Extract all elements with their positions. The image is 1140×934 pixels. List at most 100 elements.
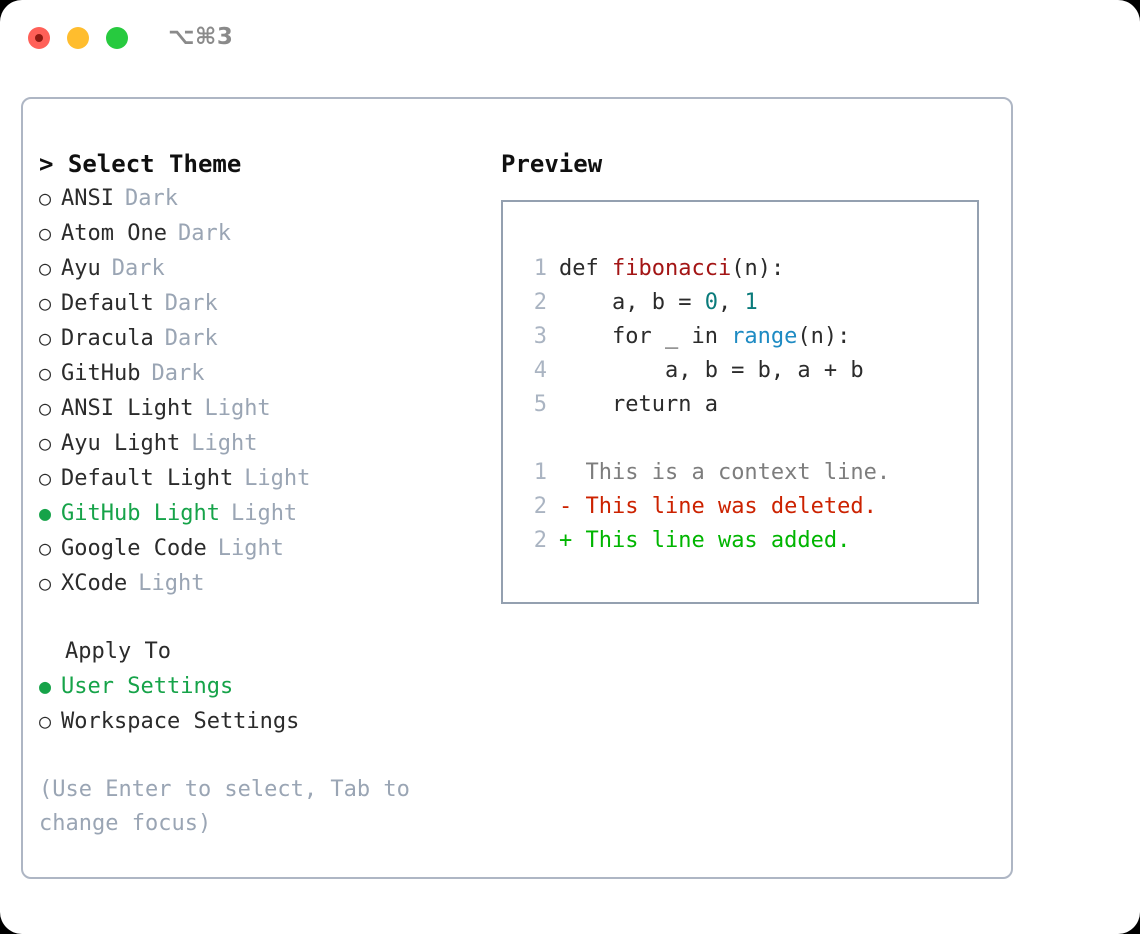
code-line: 2 a, b = 0, 1: [517, 286, 890, 320]
code-token-plain: return a: [559, 392, 718, 417]
keyboard-hint-text: (Use Enter to select, Tab to change focu…: [39, 777, 424, 836]
radio-unselected-icon: ○: [39, 221, 52, 245]
line-number: 1: [533, 256, 547, 281]
code-token-number: 0: [704, 290, 718, 315]
radio-selected-icon: ●: [39, 674, 52, 698]
code-token-plain: ,: [717, 290, 745, 315]
apply-to-option-label: Workspace Settings: [61, 709, 300, 734]
diff-text: This line was deleted.: [572, 494, 877, 519]
code-token-plain: a, b =: [559, 290, 705, 315]
title-bar: ⌥⌘3: [0, 0, 1140, 78]
radio-unselected-icon: ○: [39, 256, 52, 280]
theme-variant-tag: Light: [191, 431, 258, 456]
theme-option-github[interactable]: ○ GitHub Dark: [39, 356, 489, 391]
theme-option-google-code[interactable]: ○ Google Code Light: [39, 531, 489, 566]
code-token-number: 1: [744, 290, 758, 315]
theme-option-label: XCode: [61, 571, 128, 596]
radio-unselected-icon: ○: [39, 536, 52, 560]
caret-icon: >: [39, 150, 54, 178]
theme-option-label: Ayu Light: [61, 431, 181, 456]
page-title-text: Select Theme: [67, 150, 242, 178]
line-number: 1: [533, 460, 547, 485]
theme-option-label: Dracula: [61, 326, 154, 351]
theme-option-label: GitHub: [61, 361, 141, 386]
theme-variant-tag: Dark: [151, 361, 205, 386]
line-number: 2: [533, 290, 547, 315]
maximize-button-icon[interactable]: [106, 27, 128, 49]
code-token-plain: a, b = b, a + b: [559, 358, 864, 383]
apply-to-option-workspace-settings[interactable]: ○ Workspace Settings: [39, 704, 489, 739]
code-token-plain: (n):: [731, 256, 785, 281]
theme-option-label: Atom One: [61, 221, 167, 246]
code-blank-line: [517, 422, 890, 456]
theme-variant-tag: Light: [244, 466, 311, 491]
radio-unselected-icon: ○: [39, 326, 52, 350]
theme-option-ansi-light[interactable]: ○ ANSI Light Light: [39, 391, 489, 426]
hint-spacer: [39, 739, 489, 773]
line-number: 2: [533, 494, 547, 519]
radio-unselected-icon: ○: [39, 709, 52, 733]
radio-unselected-icon: ○: [39, 466, 52, 490]
theme-option-label: ANSI: [61, 186, 114, 211]
theme-variant-tag: Dark: [111, 256, 165, 281]
theme-variant-tag: Dark: [124, 186, 178, 211]
diff-marker: [559, 456, 572, 490]
diff-text: This line was added.: [572, 528, 851, 553]
radio-unselected-icon: ○: [39, 361, 52, 385]
apply-to-title: Apply To: [65, 639, 171, 664]
diff-marker: -: [559, 494, 573, 519]
apply-to-option-user-settings[interactable]: ● User Settings: [39, 669, 489, 704]
code-token-plain: for _ in: [559, 324, 732, 349]
theme-variant-tag: Dark: [177, 221, 231, 246]
code-line: 5 return a: [517, 388, 890, 422]
theme-variant-tag: Light: [138, 571, 205, 596]
line-number: 4: [533, 358, 547, 383]
radio-unselected-icon: ○: [39, 291, 52, 315]
apply-to-option-label: User Settings: [61, 674, 234, 699]
list-spacer: [39, 601, 489, 635]
minimize-button-icon[interactable]: [67, 27, 89, 49]
code-line: 3 for _ in range(n):: [517, 320, 890, 354]
theme-option-label: Google Code: [61, 536, 207, 561]
radio-unselected-icon: ○: [39, 571, 52, 595]
theme-option-default-light[interactable]: ○ Default Light Light: [39, 461, 489, 496]
line-number: 5: [533, 392, 547, 417]
diff-marker: +: [559, 528, 573, 553]
theme-variant-tag: Light: [204, 396, 271, 421]
theme-variant-tag: Light: [217, 536, 284, 561]
theme-option-label: Ayu: [61, 256, 101, 281]
close-button-icon[interactable]: [28, 27, 50, 49]
radio-selected-icon: ●: [39, 501, 52, 525]
theme-option-xcode[interactable]: ○ XCode Light: [39, 566, 489, 601]
code-token-plain: def: [559, 256, 612, 281]
code-line: 4 a, b = b, a + b: [517, 354, 890, 388]
line-number: 2: [533, 528, 547, 553]
traffic-lights: [28, 27, 128, 49]
code-token-plain: (n):: [797, 324, 851, 349]
apply-to-option-list[interactable]: ● User Settings ○ Workspace Settings: [39, 669, 489, 739]
theme-option-atom-one[interactable]: ○ Atom One Dark: [39, 216, 489, 251]
theme-variant-tag: Dark: [164, 291, 218, 316]
diff-line-added: 2 + This line was added.: [517, 524, 890, 558]
theme-option-label: Default Light: [61, 466, 234, 491]
theme-option-label: GitHub Light: [61, 501, 220, 526]
code-token-call: range: [731, 324, 798, 349]
theme-option-label: ANSI Light: [61, 396, 194, 421]
code-line: 1 def fibonacci(n):: [517, 252, 890, 286]
theme-option-ayu[interactable]: ○ Ayu Dark: [39, 251, 489, 286]
radio-unselected-icon: ○: [39, 396, 52, 420]
diff-line-deleted: 2- This line was deleted.: [517, 490, 890, 524]
code-token-function: fibonacci: [611, 256, 732, 281]
